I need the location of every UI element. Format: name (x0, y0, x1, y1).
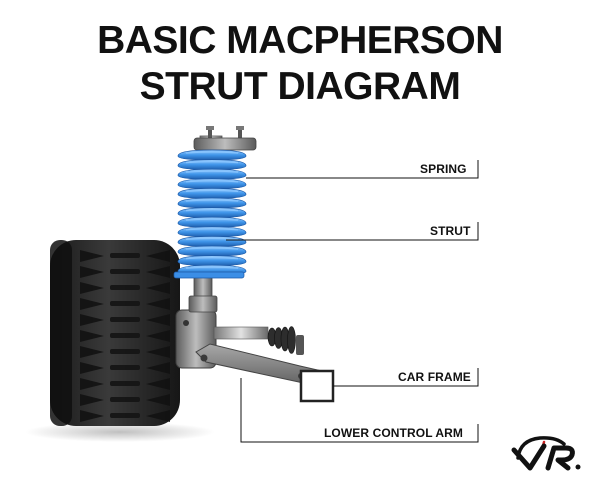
tire-shadow (25, 422, 215, 442)
vr-logo-mark (511, 436, 581, 471)
strut-top-mount (193, 126, 257, 151)
diagram-title: BASIC MACPHERSON STRUT DIAGRAM (0, 18, 600, 110)
lower-control-arm-leader-line (240, 378, 479, 443)
title-line-1: BASIC MACPHERSON (97, 19, 503, 62)
title-line-2: STRUT DIAGRAM (139, 65, 461, 108)
tire-tread (80, 250, 170, 422)
label-lower-control-arm: LOWER CONTROL ARM (324, 426, 464, 440)
label-car-frame: CAR FRAME (398, 370, 471, 384)
vr-logo (508, 432, 586, 472)
label-spring: SPRING (420, 162, 467, 176)
label-strut: STRUT (430, 224, 471, 238)
cv-boot (267, 326, 296, 354)
car-frame-box (299, 369, 335, 403)
drive-shaft (213, 326, 304, 355)
car-frame-leader-line (333, 368, 479, 387)
spring-leader-line (246, 160, 479, 179)
coil-spring (173, 149, 247, 279)
leader-lines (226, 160, 479, 443)
strut-leader-line (226, 222, 479, 241)
tire (50, 240, 180, 426)
